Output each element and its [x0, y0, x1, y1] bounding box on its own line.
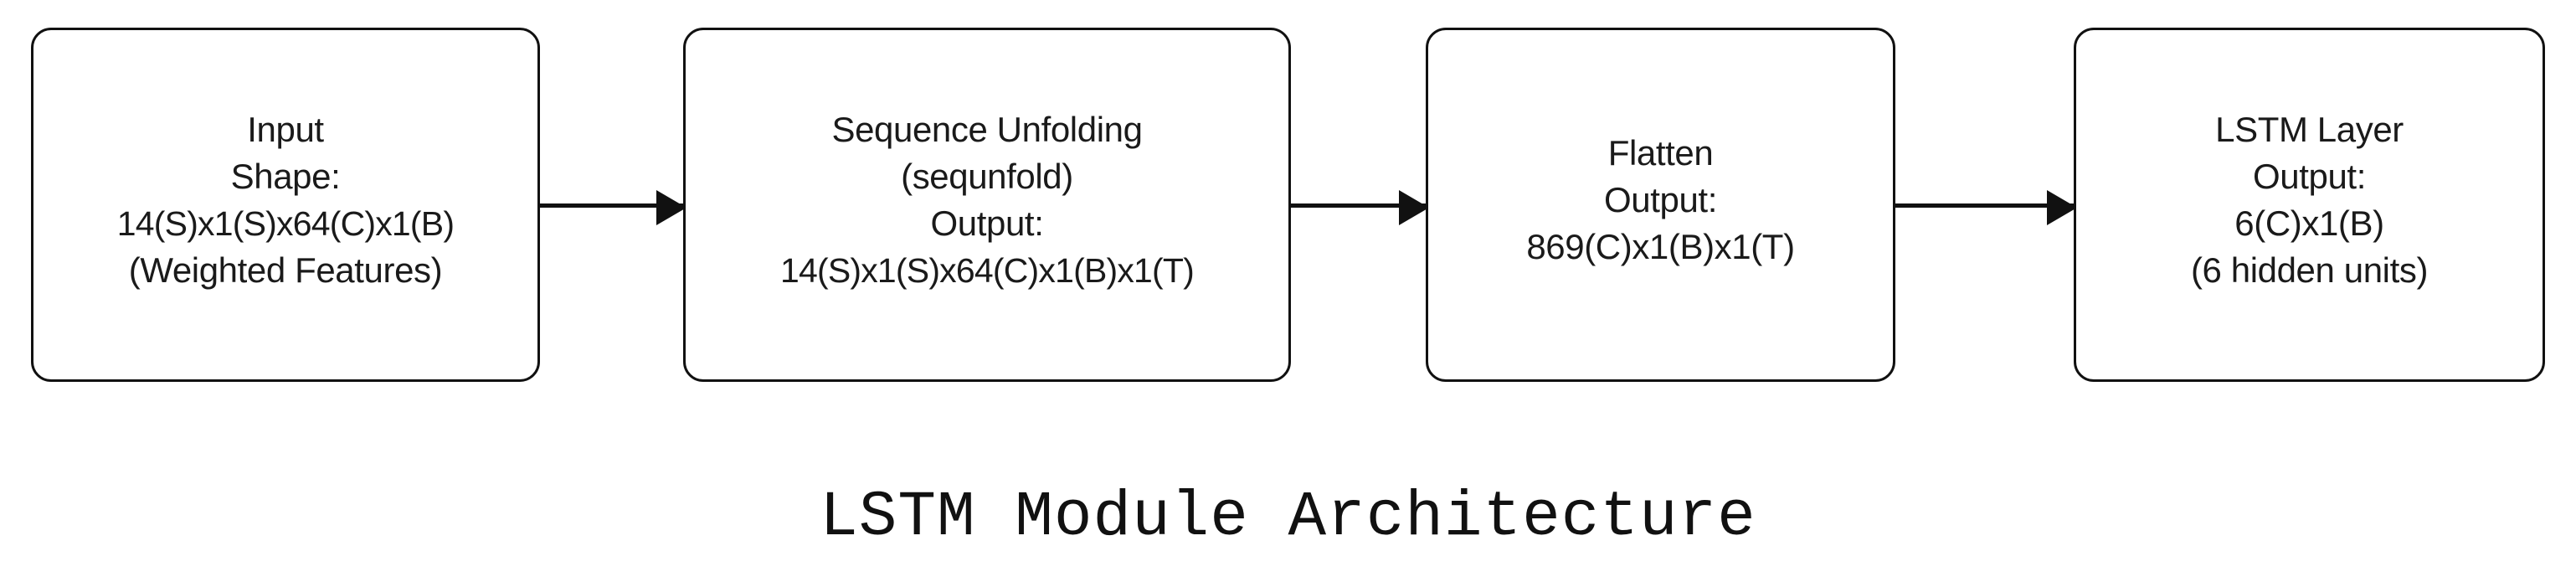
node-flatten-line-2: Output:	[1604, 179, 1717, 219]
arrow-flatten-to-lstm-layer	[1895, 203, 2075, 208]
arrow-sequence-unfolding-to-flatten	[1291, 203, 1427, 208]
node-lstm-layer-line-1: LSTM Layer	[2215, 109, 2404, 149]
node-lstm-layer-text: LSTM Layer Output: 6(C)x1(B) (6 hidden u…	[2081, 106, 2537, 294]
node-flatten-line-1: Flatten	[1607, 132, 1714, 173]
diagram-caption: LSTM Module Architecture	[820, 482, 1756, 554]
node-sequence-unfolding-line-1: Sequence Unfolding	[831, 109, 1143, 149]
node-sequence-unfolding-text: Sequence Unfolding (sequnfold) Output: 1…	[691, 106, 1283, 294]
node-lstm-layer-line-4: (6 hidden units)	[2190, 250, 2429, 290]
node-flatten-text: Flatten Output: 869(C)x1(B)x1(T)	[1433, 130, 1888, 270]
node-input-line-4: (Weighted Features)	[128, 250, 443, 290]
node-input-text: Input Shape: 14(S)x1(S)x64(C)x1(B) (Weig…	[39, 106, 532, 294]
node-lstm-layer-line-3: 6(C)x1(B)	[2234, 203, 2384, 243]
node-input-line-3: 14(S)x1(S)x64(C)x1(B)	[116, 203, 455, 243]
arrow-input-to-sequence-unfolding	[540, 203, 685, 208]
node-flatten[interactable]: Flatten Output: 869(C)x1(B)x1(T)	[1426, 28, 1895, 382]
node-input[interactable]: Input Shape: 14(S)x1(S)x64(C)x1(B) (Weig…	[31, 28, 540, 382]
node-lstm-layer-line-2: Output:	[2253, 156, 2366, 196]
node-input-line-1: Input	[247, 109, 324, 149]
node-flatten-line-3: 869(C)x1(B)x1(T)	[1526, 226, 1795, 266]
node-sequence-unfolding-line-2: (sequnfold)	[901, 156, 1073, 196]
node-sequence-unfolding-line-4: 14(S)x1(S)x64(C)x1(B)x1(T)	[779, 250, 1195, 290]
node-input-line-2: Shape:	[230, 156, 341, 196]
node-sequence-unfolding-line-3: Output:	[930, 203, 1044, 243]
node-sequence-unfolding[interactable]: Sequence Unfolding (sequnfold) Output: 1…	[683, 28, 1291, 382]
node-lstm-layer[interactable]: LSTM Layer Output: 6(C)x1(B) (6 hidden u…	[2074, 28, 2545, 382]
